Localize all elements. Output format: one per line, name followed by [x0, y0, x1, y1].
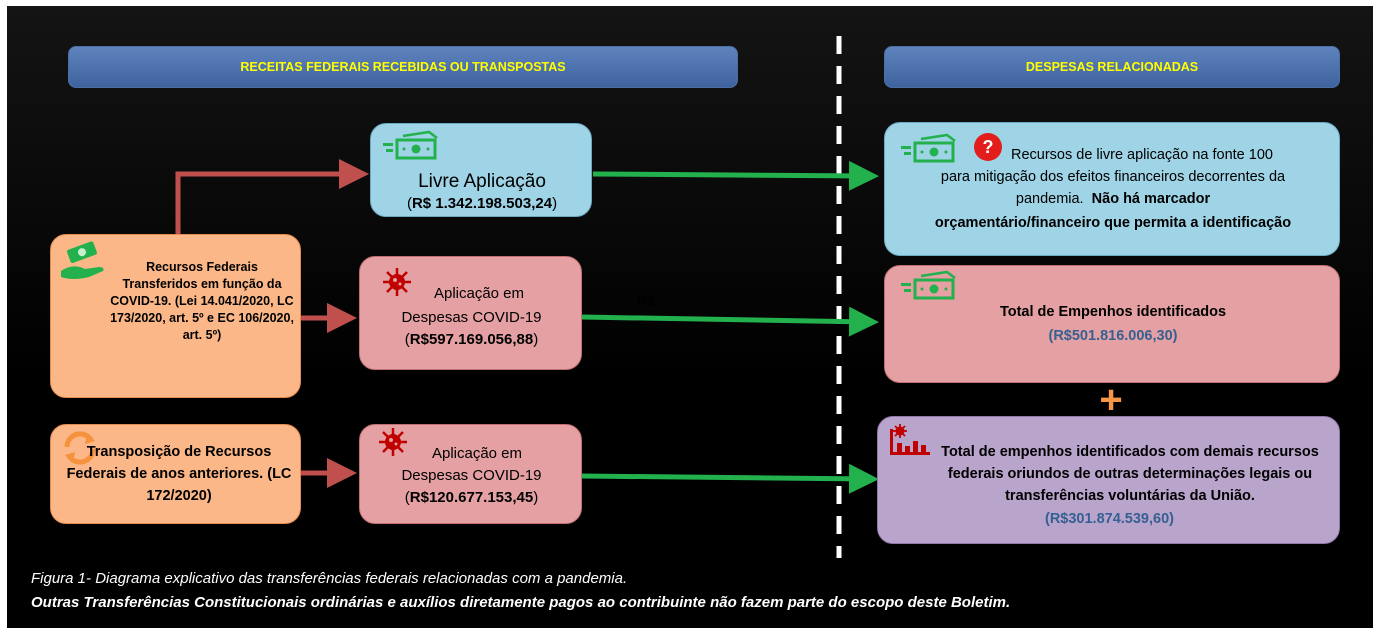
arrow-covid2-to-right [581, 463, 879, 494]
right-livre-line3: pandemia. Não há marcador [885, 191, 1339, 207]
box-right-demais: Total de empenhos identificados com dema… [877, 416, 1340, 544]
livre-label: Livre Aplicação [418, 171, 546, 192]
right-livre-bold2: orçamentário/financeiro que permita a id… [934, 215, 1292, 231]
arrow-federal-to-livre [175, 159, 369, 234]
empenhos-value: (R$501.816.006,30) [1048, 328, 1178, 344]
header-despesas-label: DESPESAS RELACIONADAS [1025, 60, 1199, 74]
cash-icon [901, 270, 956, 300]
cash-icon [383, 130, 438, 160]
demais-value: (R$301.874.539,60) [1045, 511, 1174, 527]
empenhos-title: Total de Empenhos identificados [999, 304, 1227, 320]
box-transposition: Transposição de Recursos Federais de ano… [50, 424, 301, 524]
header-despesas: DESPESAS RELACIONADAS [884, 46, 1340, 88]
right-livre-line2: para mitigação dos efeitos financeiros d… [940, 169, 1286, 185]
right-livre-bold: Não há marcador [1091, 191, 1211, 207]
right-livre-pandemia: pandemia. [1015, 191, 1084, 207]
box-federal-resources: Recursos Federais Transferidos em função… [50, 234, 301, 398]
box-covid-1: Aplicação em Despesas COVID-19 (R$597.16… [359, 256, 582, 370]
covid1-value: R$597.169.056,88 [409, 331, 534, 348]
covid2-label-2: Despesas COVID-19 [401, 467, 542, 484]
covid2-value: R$120.677.153,45 [409, 489, 534, 506]
diagram-frame: RECEITAS FEDERAIS RECEBIDAS OU TRANSPOST… [7, 6, 1373, 628]
caption-line-2: Outras Transferências Constitucionais or… [31, 594, 1011, 611]
header-receitas-label: RECEITAS FEDERAIS RECEBIDAS OU TRANSPOST… [240, 60, 566, 74]
money-hand-icon [61, 241, 104, 279]
connectors [175, 36, 879, 558]
demais-title: Total de empenhos identificados com dema… [941, 444, 1319, 504]
covid2-label-1: Aplicação em [431, 445, 523, 462]
refresh-icon [64, 431, 96, 465]
livre-value-line: (R$ 1.342.198.503,24) [406, 195, 558, 212]
transposition-text: Transposição de Recursos Federais de ano… [66, 444, 292, 504]
box-right-empenhos: Total de Empenhos identificados (R$501.8… [884, 265, 1340, 383]
box-livre-aplicacao: Livre Aplicação (R$ 1.342.198.503,24) [370, 123, 592, 217]
stray-currency-text: R$ [637, 293, 655, 309]
header-receitas: RECEITAS FEDERAIS RECEBIDAS OU TRANSPOST… [68, 46, 738, 88]
covid2-value-line: (R$120.677.153,45) [404, 489, 539, 506]
cash-icon [901, 133, 956, 163]
question-icon: ? [974, 133, 1002, 161]
plus-sign: + [1099, 378, 1123, 422]
livre-value: R$ 1.342.198.503,24 [411, 195, 553, 212]
virus-icon [383, 268, 411, 296]
caption-line-1: Figura 1- Diagrama explicativo das trans… [31, 570, 628, 587]
right-livre-line1: Recursos de livre aplicação na fonte 100 [1011, 147, 1273, 163]
arrow-covid1-to-right [581, 306, 879, 337]
covid1-value-line: (R$597.169.056,88) [404, 331, 539, 348]
covid1-label-2: Despesas COVID-19 [401, 309, 542, 326]
covid1-label-1: Aplicação em [433, 285, 525, 302]
box-right-livre: ? Recursos de livre aplicação na fonte 1… [884, 122, 1340, 256]
federal-resources-text: Recursos Federais Transferidos em função… [110, 260, 294, 342]
arrow-livre-to-right [592, 160, 879, 191]
box-covid-2: Aplicação em Despesas COVID-19 (R$120.67… [359, 424, 582, 524]
svg-text:?: ? [983, 137, 994, 157]
virus-icon [379, 428, 407, 456]
virus-chart-icon [890, 424, 930, 455]
